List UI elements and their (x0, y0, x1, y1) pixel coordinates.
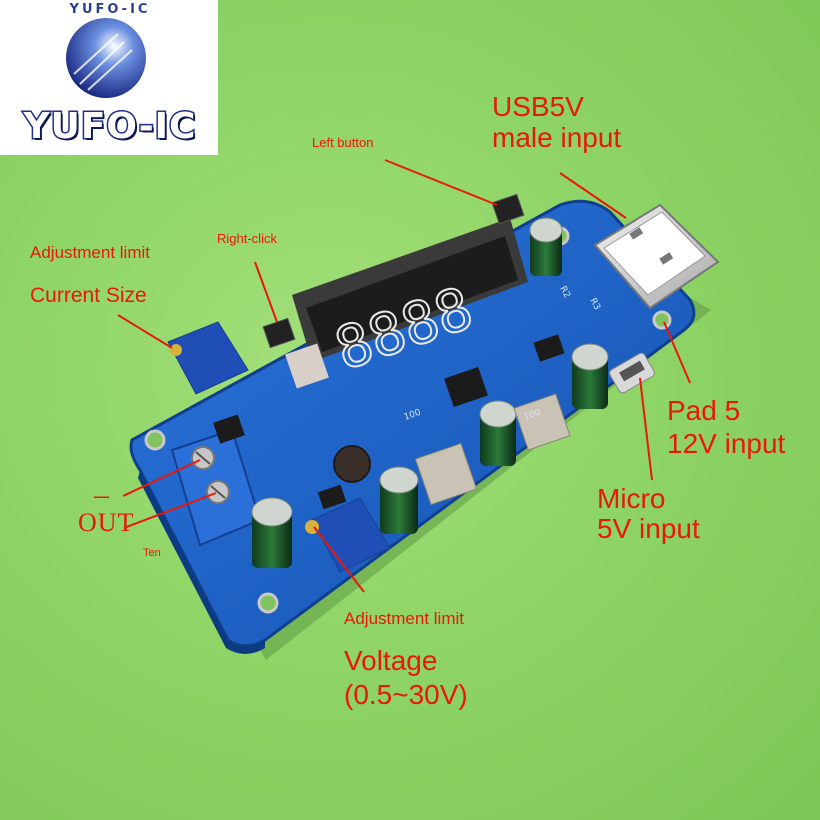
ic-chip (213, 414, 245, 444)
negative-terminal-label: – (94, 478, 109, 511)
inductor (414, 442, 478, 506)
capacitor (251, 497, 293, 568)
output-label: OUT (78, 508, 135, 537)
usb-input-subtitle: male input (492, 122, 622, 153)
globe-logo-icon (66, 18, 146, 98)
inductor (513, 393, 571, 451)
micro-usb-port (609, 352, 655, 394)
mount-hole (144, 429, 166, 451)
current-size-label: Current Size (30, 284, 147, 307)
pad-input-subtitle: 12V input (667, 428, 786, 459)
voltage-range: (0.5~30V) (344, 679, 468, 710)
ic-chip (317, 484, 347, 510)
usb-input-title: USB5V (492, 91, 584, 122)
ten-label: Ten (143, 547, 161, 559)
micro-input-subtitle: 5V input (597, 513, 700, 544)
capacitor (529, 217, 563, 276)
brand-logo: YUFO-IC YUFO-IC (0, 0, 218, 155)
led-display: 8888 (292, 218, 528, 384)
usb-male-connector (593, 203, 720, 310)
capacitor (571, 343, 609, 409)
logo-wordmark: YUFO-IC (22, 105, 197, 149)
capacitor (379, 466, 419, 534)
mount-hole (652, 310, 672, 330)
left-button-label: Left button (312, 135, 374, 150)
adjustment-limit-bottom-label: Adjustment limit (344, 609, 464, 628)
ic-chip (444, 366, 488, 408)
micro-input-title: Micro (597, 483, 666, 514)
capacitor (479, 400, 517, 466)
inductor (333, 445, 371, 483)
mount-hole (257, 592, 279, 614)
logo-arc-text: YUFO-IC (69, 2, 151, 17)
current-potentiometer (167, 321, 249, 395)
right-click-label: Right-click (217, 231, 277, 246)
adjustment-limit-top-label: Adjustment limit (30, 243, 150, 262)
right-button (262, 317, 296, 349)
voltage-title: Voltage (344, 645, 438, 676)
left-button (491, 193, 525, 225)
pad-input-title: Pad 5 (667, 395, 741, 426)
ic-chip (533, 334, 565, 362)
